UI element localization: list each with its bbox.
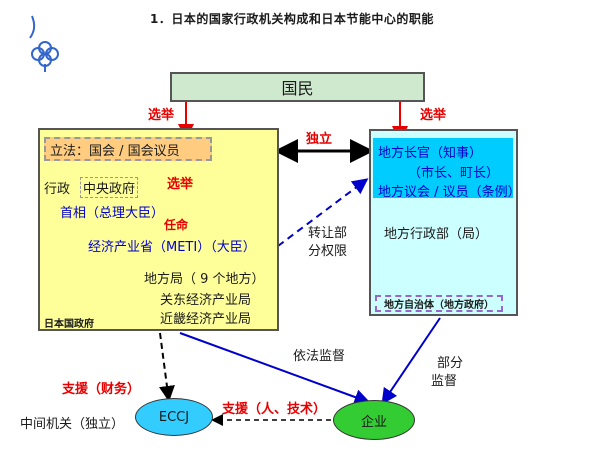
partial-supervision-arrow (381, 317, 441, 405)
independence-label: 独立 (306, 132, 333, 147)
transfer-label-2: 分权限 (308, 244, 348, 259)
local-leaders-box (373, 138, 513, 198)
mayor-label: （市长、町长） (408, 166, 500, 181)
eccj-node: ECCJ (135, 398, 213, 436)
page-title: 1．日本的国家行政机关构成和日本节能中心的职能 (150, 12, 434, 26)
national-government-label: 日本国政府 (44, 319, 94, 330)
transfer-label-1: 转让部 (308, 226, 348, 241)
regional-bureau-label: 地方局（ 9 个地方） (144, 272, 265, 287)
kanto-bureau-label: 关东经济产业局 (160, 293, 252, 308)
citizens-box: 国民 (170, 72, 425, 102)
intermediary-label: 中间机关（独立） (20, 417, 125, 432)
partial-supervision-label-1: 部分 (437, 356, 464, 371)
support-people-label: 支援（人、技术） (222, 402, 327, 417)
local-government-label: 地方自治体（地方政府） (375, 295, 503, 312)
meti-label: 经济产业省（METI）（大臣） (88, 240, 256, 255)
legal-supervision-label: 依法监督 (293, 349, 346, 364)
election-label-left: 选举 (148, 108, 175, 123)
clover-logo-icon (28, 14, 62, 74)
election-label-right: 选举 (420, 108, 447, 123)
local-assembly-label: 地方议会 / 议员（条例） (378, 185, 521, 200)
local-admin-label: 地方行政部（局） (384, 227, 489, 242)
election-label-mid: 选举 (167, 177, 194, 192)
appoint-label: 任命 (164, 218, 189, 232)
finance-support-arrow (159, 332, 175, 402)
partial-supervision-label-2: 监督 (431, 374, 458, 389)
national-government-box (38, 128, 279, 331)
prime-minister-label: 首相（总理大臣） (60, 206, 165, 221)
enterprise-node: 企业 (333, 400, 415, 440)
transfer-arrow (277, 178, 369, 247)
support-finance-label: 支援（财务） (62, 382, 141, 397)
executive-label: 行政 (44, 182, 71, 197)
central-government-label: 中央政府 (80, 177, 139, 198)
legislature-box: 立法：国会 / 国会议员 (44, 137, 212, 161)
legal-supervision-arrow (179, 332, 371, 405)
kinki-bureau-label: 近畿经济产业局 (160, 312, 252, 327)
governor-label: 地方长官（知事） (378, 146, 483, 161)
